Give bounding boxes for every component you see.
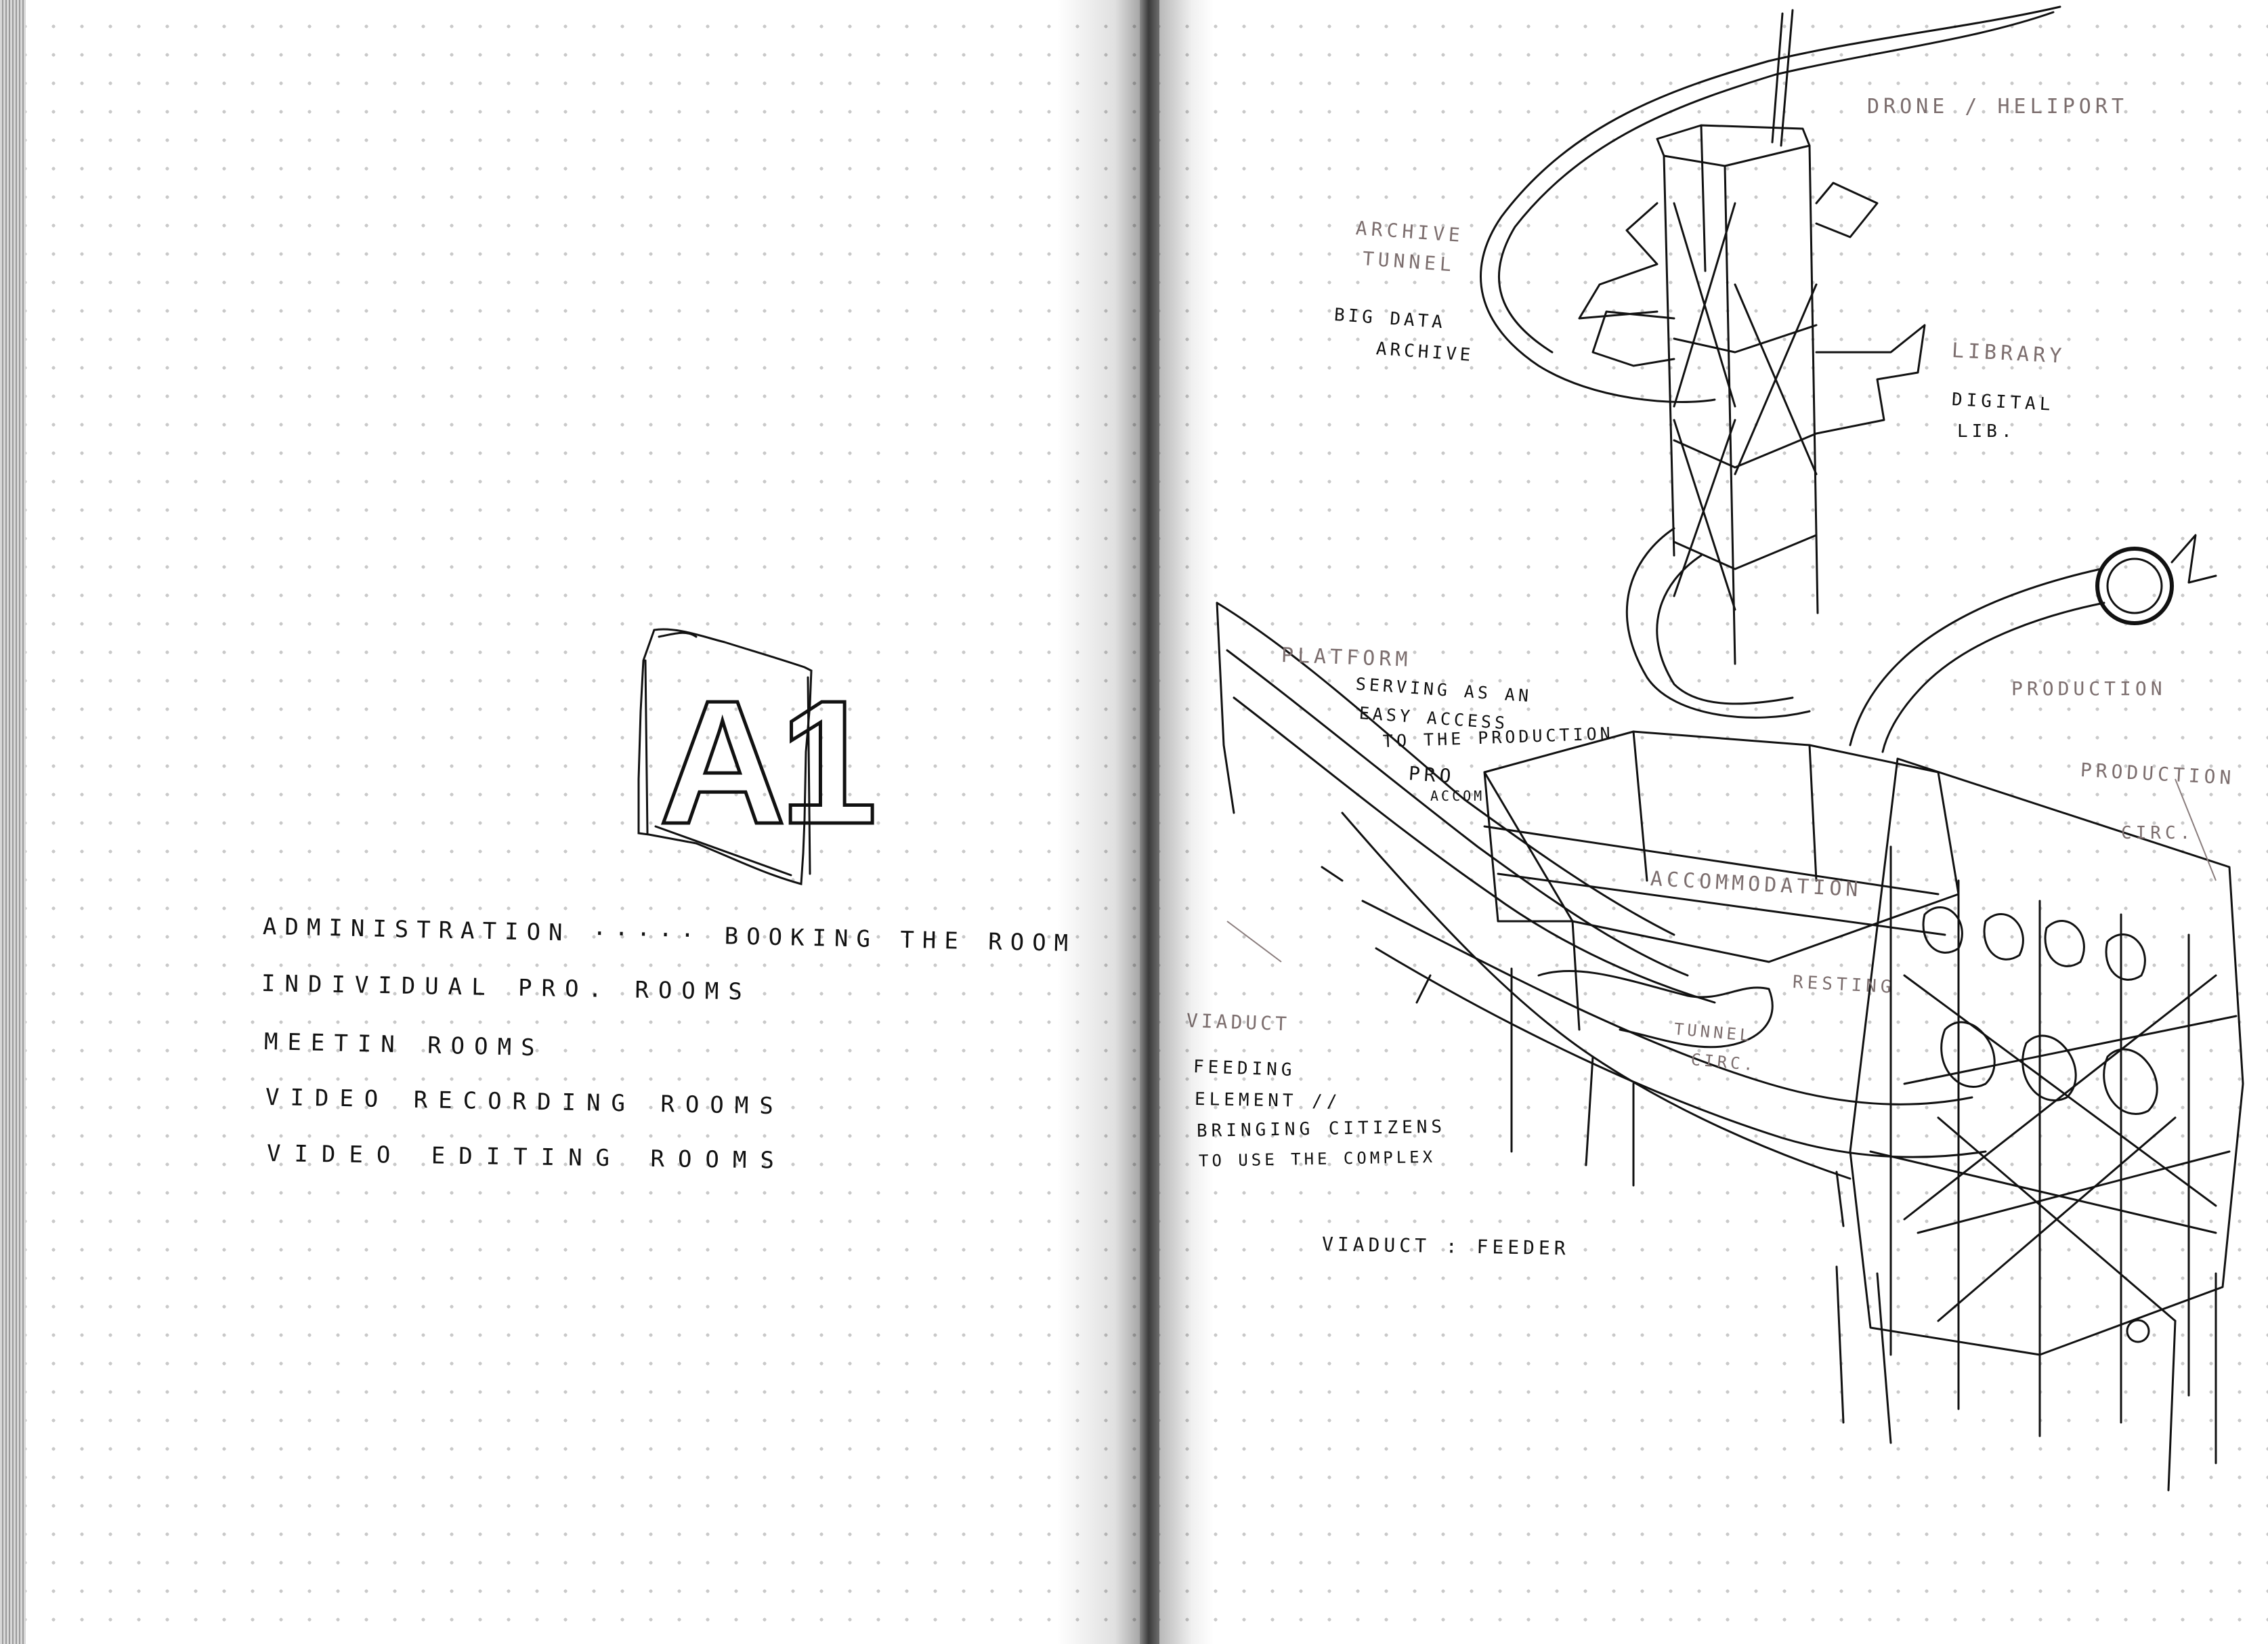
label-platform-desc-4: PRO <box>1408 762 1456 788</box>
gutter-shadow-left <box>1056 0 1140 1644</box>
a1-emblem-sketch: A1 <box>26 0 1140 1644</box>
label-lib: LIB. <box>1957 421 2016 442</box>
right-notebook-page: DRONE / HELIPORT ARCHIVE TUNNEL BIG DATA… <box>1159 0 2268 1644</box>
notebook-spine <box>1140 0 1159 1644</box>
label-production-1: PRODUCTION <box>2011 677 2166 700</box>
label-circ: CIRC. <box>2121 823 2194 843</box>
architectural-sketch <box>1159 0 2268 1644</box>
label-drone-heliport: DRONE / HELIPORT <box>1867 95 2128 119</box>
label-bringing-citizens: BRINGING CITIZENS <box>1197 1117 1447 1141</box>
a1-emblem-letters: A1 <box>659 665 873 861</box>
label-platform: PLATFORM <box>1281 644 1412 672</box>
label-platform-desc-5: ACCOM <box>1430 788 1484 804</box>
gutter-shadow-right <box>1159 0 1214 1644</box>
page-edges <box>0 0 26 1644</box>
label-viaduct-feeder: VIADUCT : FEEDER <box>1322 1233 1570 1259</box>
left-notebook-page: A1 ADMINISTRATION ····· BOOKING THE ROOM… <box>26 0 1140 1644</box>
label-element: ELEMENT // <box>1195 1089 1342 1112</box>
